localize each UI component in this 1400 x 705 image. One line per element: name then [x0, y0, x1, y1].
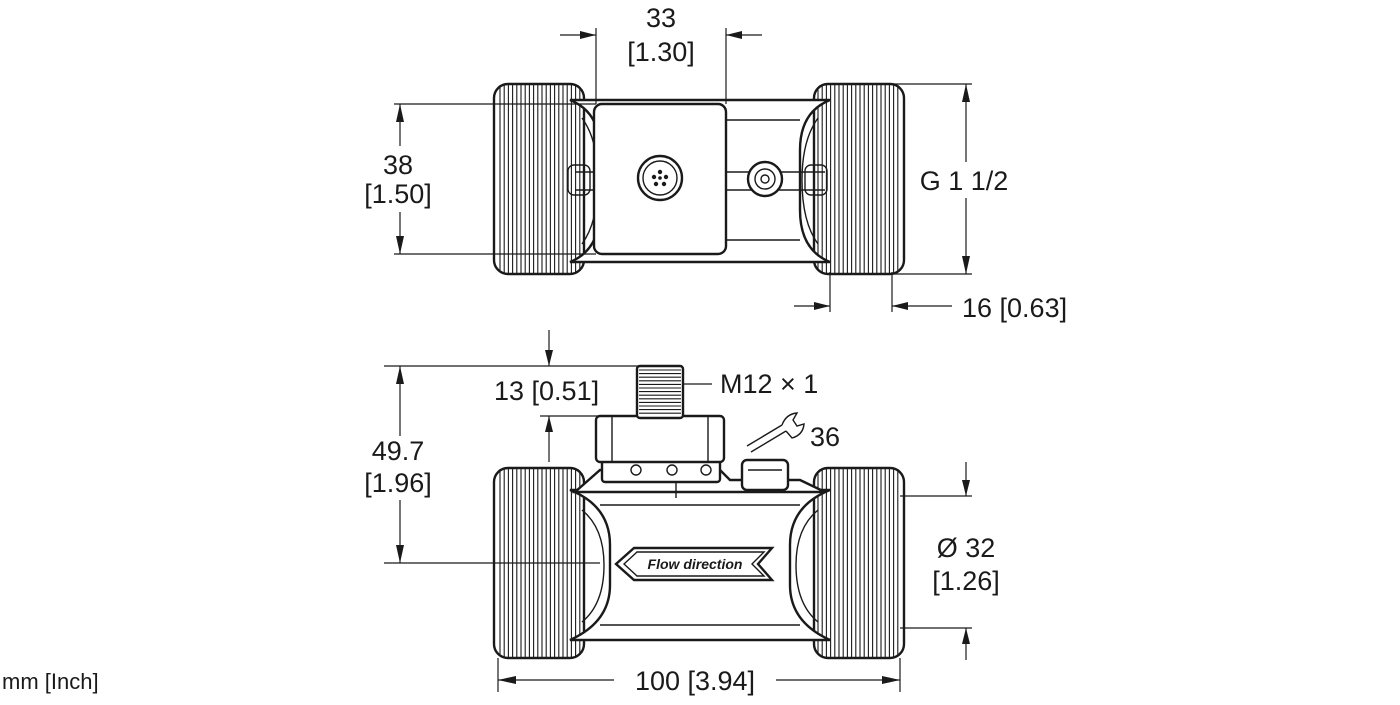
dimension-33-mm: 33 — [646, 3, 676, 33]
side-m12-connector — [635, 364, 685, 420]
top-view: 33 [1.30] 38 [1.50] G 1 1/2 — [364, 3, 1067, 323]
dimension-49-7-inch: [1.96] — [364, 468, 432, 498]
units-note: mm [Inch] — [2, 669, 99, 694]
m12-connector-face — [636, 154, 684, 202]
top-left-thread — [492, 82, 586, 276]
side-hex-nut — [594, 414, 726, 464]
top-electronics-housing — [592, 102, 784, 256]
connector-height-label: 13 [0.51] — [494, 376, 599, 406]
status-led-window — [746, 160, 784, 198]
dimension-33: 33 [1.30] — [560, 3, 762, 104]
side-sensor-mount — [571, 458, 826, 498]
flow-direction-arrow: Flow direction — [614, 546, 775, 582]
dimension-g-thread: G 1 1/2 — [886, 83, 1014, 275]
dimension-38: 38 [1.50] — [364, 103, 596, 255]
dimension-38-inch: [1.50] — [364, 179, 432, 209]
thread-length-label: 16 [0.63] — [962, 293, 1067, 323]
overall-length-label: 100 [3.94] — [635, 666, 755, 696]
dimension-13: 13 [0.51] — [384, 330, 640, 462]
diameter-mm: Ø 32 — [937, 533, 996, 563]
top-right-thread — [812, 82, 906, 276]
dimension-16: 16 [0.63] — [794, 272, 1067, 323]
flow-direction-label: Flow direction — [648, 556, 743, 572]
dimension-49-7-mm: 49.7 — [372, 436, 425, 466]
dimension-diameter-32: Ø 32 [1.26] — [900, 462, 1000, 660]
side-right-thread — [812, 466, 906, 660]
wrench-icon — [746, 412, 805, 453]
dimension-33-inch: [1.30] — [627, 37, 695, 67]
diameter-inch: [1.26] — [932, 566, 1000, 596]
dimension-100: 100 [3.94] — [497, 658, 901, 696]
m12-label-group: M12 × 1 — [683, 369, 818, 399]
wrench-size-group: 36 — [746, 412, 840, 453]
connector-thread-label: M12 × 1 — [720, 369, 818, 399]
dimension-38-mm: 38 — [383, 150, 413, 180]
wrench-size-label: 36 — [810, 422, 840, 452]
side-view: Flow direction 13 [0.51] M12 × 1 36 — [364, 330, 1000, 696]
dimension-49-7: 49.7 [1.96] — [364, 366, 600, 564]
thread-size-label: G 1 1/2 — [920, 166, 1009, 196]
